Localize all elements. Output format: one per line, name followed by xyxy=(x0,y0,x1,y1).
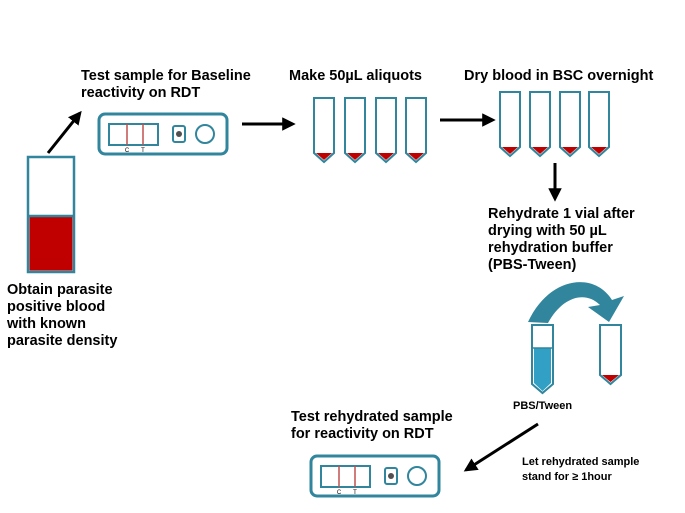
test-rehydrated-line-2: for reactivity on RDT xyxy=(291,426,434,443)
obtain-blood-line-1: Obtain parasite xyxy=(7,282,113,298)
vial-blood-drop xyxy=(316,153,332,160)
rehydrate-line-2: drying with 50 µL xyxy=(488,223,607,240)
vial-blood-drop xyxy=(378,153,394,160)
vial-blood-drop xyxy=(532,147,548,154)
vial xyxy=(559,91,581,158)
vial xyxy=(529,91,551,158)
rehydrate-label: Rehydrate 1 vial after drying with 50 µL… xyxy=(488,206,635,274)
test-baseline-line-1: Test sample for Baseline xyxy=(81,68,251,84)
test-baseline-label: Test sample for Baseline reactivity on R… xyxy=(81,68,251,102)
rehydrate-line-3: rehydration buffer xyxy=(488,240,613,257)
rdt-sample-dot xyxy=(176,131,182,137)
rdt-result-window xyxy=(108,123,159,146)
rdt-sample-dot xyxy=(388,473,394,479)
test-rehydrated-line-1: Test rehydrated sample xyxy=(291,409,453,425)
test-rehydrated-label: Test rehydrated sample for reactivity on… xyxy=(291,409,453,443)
stand-line-1: Let rehydrated sample xyxy=(522,456,640,468)
rdt-buffer-well xyxy=(195,124,215,144)
vial-blood-drop xyxy=(562,147,578,154)
buffer-label: PBS/Tween xyxy=(513,400,573,412)
obtain-blood-line-4: parasite density xyxy=(7,333,118,350)
rdt-control-mark: C xyxy=(337,490,342,496)
rdt-result-window xyxy=(320,465,371,488)
dried-vials xyxy=(499,91,610,158)
vial-blood-drop xyxy=(591,147,607,154)
stand-line-2: stand for ≥ 1hour xyxy=(522,470,612,483)
rdt-test-mark: T xyxy=(141,148,145,154)
curved-transfer-arrow xyxy=(528,282,624,323)
make-aliquots-label: Make 50µL aliquots xyxy=(289,68,422,84)
aliquot-vials xyxy=(313,97,427,164)
arrow-stand-to-test xyxy=(463,422,539,472)
vial-blood-drop xyxy=(502,147,518,154)
dry-blood-label: Dry blood in BSC overnight xyxy=(464,68,654,84)
test-baseline-line-2: reactivity on RDT xyxy=(81,85,201,102)
vial xyxy=(313,97,335,164)
vial xyxy=(499,91,521,158)
rehydrate-line-1: Rehydrate 1 vial after xyxy=(488,206,635,222)
vial-blood-drop xyxy=(347,153,363,160)
vial xyxy=(375,97,397,164)
rehydrate-line-4: (PBS-Tween) xyxy=(488,257,577,274)
vial xyxy=(344,97,366,164)
vial xyxy=(588,91,610,158)
rdt-buffer-well xyxy=(407,466,427,486)
vial xyxy=(405,97,427,164)
obtain-blood-line-3: with known xyxy=(7,316,86,333)
buffer-vial-icon xyxy=(531,324,554,395)
rehydrated-vial-icon xyxy=(599,324,622,386)
blood-tube-icon xyxy=(26,155,76,274)
obtain-blood-line-2: positive blood xyxy=(7,299,106,316)
obtain-blood-label: Obtain parasite positive blood with know… xyxy=(7,282,117,350)
rdt-control-mark: C xyxy=(125,148,130,154)
arrow-tube-to-baseline xyxy=(46,110,82,154)
vial-blood-drop xyxy=(408,153,424,160)
rdt-test-mark: T xyxy=(353,490,357,496)
stand-label: Let rehydrated sample stand for ≥ 1hour xyxy=(522,455,639,485)
